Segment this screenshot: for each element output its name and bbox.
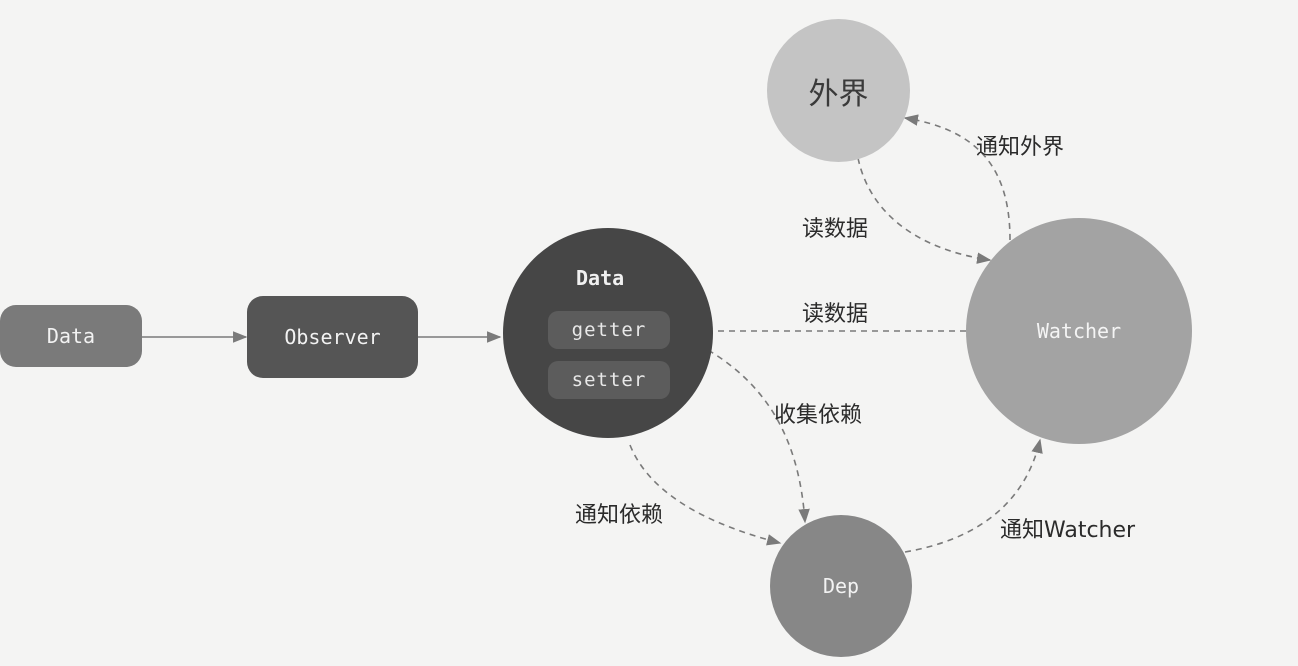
watcher-label: Watcher	[1036, 319, 1122, 343]
edge-data-to-dep-collect	[707, 349, 810, 524]
edge-external-to-watcher	[857, 157, 992, 264]
setter-pill: setter	[548, 361, 670, 399]
external-label: 外界	[808, 76, 869, 112]
data-object-title: Data	[576, 266, 625, 290]
observer-node: Observer	[247, 296, 418, 378]
label-notify-external: 通知外界	[976, 135, 1065, 160]
label-collect-deps: 收集依赖	[774, 403, 863, 428]
label-notify-watcher: 通知Watcher	[1000, 518, 1136, 543]
data-input-node: Data	[0, 305, 142, 367]
getter-label: getter	[571, 319, 647, 341]
getter-pill: getter	[548, 311, 670, 349]
setter-label: setter	[571, 369, 647, 391]
edge-watcher-to-external	[903, 114, 1011, 241]
label-read-data-getter: 读数据	[802, 302, 869, 327]
watcher-node: Watcher	[966, 218, 1192, 444]
external-node: 外界	[767, 19, 910, 162]
observer-label: Observer	[284, 325, 381, 349]
dep-node: Dep	[770, 515, 912, 657]
dep-label: Dep	[822, 574, 860, 598]
data-input-label: Data	[46, 324, 96, 348]
label-read-data-external: 读数据	[802, 217, 869, 242]
edge-dep-to-watcher	[904, 438, 1043, 553]
label-notify-deps: 通知依赖	[575, 503, 664, 528]
